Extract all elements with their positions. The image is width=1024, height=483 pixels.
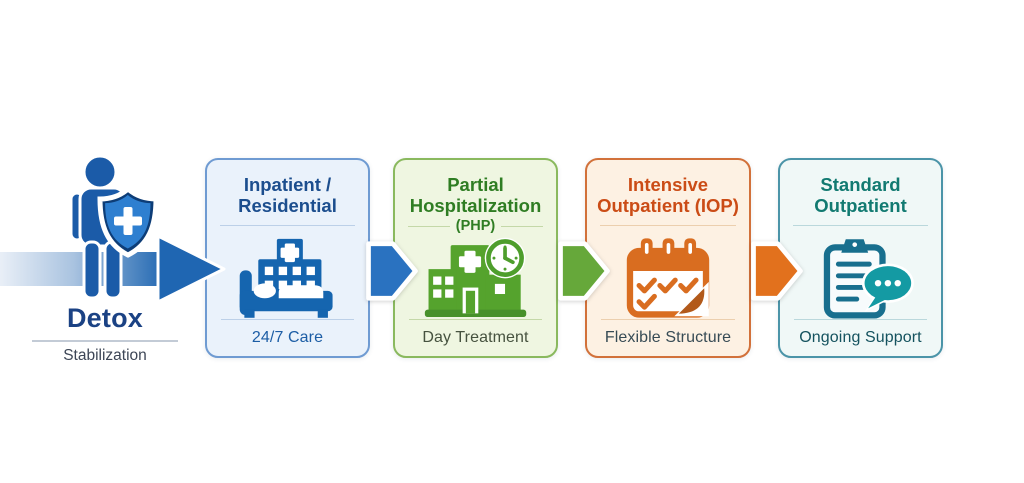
detox-title: Detox: [66, 303, 143, 333]
detox-flow-arrow: [0, 234, 226, 304]
clipboard-chat-icon: [823, 239, 914, 319]
chevron-arrow-inpatient-to-php: [366, 241, 418, 301]
person-shield-icon: [69, 155, 159, 300]
caption-divider: [601, 318, 735, 320]
stage-caption: Flexible Structure: [604, 328, 732, 346]
caption-divider: [221, 318, 354, 320]
detox-divider: [32, 340, 178, 342]
stage-title: Standard Outpatient: [780, 172, 941, 218]
stage-title-line1: Intensive: [627, 173, 709, 195]
stage-card-outpatient: Standard Outpatient: [778, 158, 943, 358]
stage-title: Inpatient / Residential: [207, 172, 368, 218]
stage-caption: Ongoing Support: [799, 328, 922, 346]
stage-title-line2: Outpatient: [814, 195, 907, 216]
title-divider: [793, 218, 928, 233]
stage-icon-zone: [587, 233, 749, 319]
chevron-arrow-iop-to-outpatient: [751, 241, 803, 301]
stage-caption: Day Treatment: [422, 328, 529, 346]
chevron-arrow-php-to-iop: [558, 241, 610, 301]
stage-title: Intensive Outpatient (IOP): [587, 172, 749, 218]
stage-title-line1: Standard: [820, 173, 901, 195]
arrow-shaft: [0, 252, 164, 286]
title-divider: [600, 218, 736, 233]
stage-title-line1: Partial: [447, 173, 504, 195]
stage-badge: (PHP): [449, 218, 502, 234]
stage-icon-zone: [207, 233, 368, 319]
hospital-bed-icon: [239, 238, 333, 318]
clinic-clock-icon: [424, 237, 526, 318]
stage-icon-zone: [395, 234, 556, 319]
title-divider: [220, 218, 355, 233]
stage-card-inpatient: Inpatient / Residential: [205, 158, 370, 358]
clock-icon: [484, 237, 525, 279]
binder-rings: [640, 238, 697, 261]
stage-title-line2: Hospitalization: [409, 195, 542, 216]
medical-shield-icon: [97, 185, 159, 258]
caption-divider: [794, 318, 927, 320]
stage-title-line1: Inpatient /: [243, 173, 332, 195]
arrow-head: [156, 234, 226, 304]
checkmarks: [636, 277, 699, 310]
stage-title-line2: Outpatient (IOP): [597, 195, 739, 216]
stage-title: Partial Hospitalization: [395, 172, 556, 218]
title-divider: (PHP): [408, 218, 543, 234]
calendar-checklist-icon: [626, 238, 710, 318]
page-curl: [678, 288, 705, 314]
detox-subtitle: Stabilization: [63, 347, 147, 364]
detox-label: Detox Stabilization: [20, 303, 190, 365]
caption-divider: [409, 319, 542, 320]
stage-title-line2: Residential: [238, 195, 337, 216]
stage-caption: 24/7 Care: [251, 328, 324, 346]
stage-icon-zone: [780, 233, 941, 319]
stage-card-iop: Intensive Outpatient (IOP): [585, 158, 751, 358]
stage-card-php: Partial Hospitalization (PHP): [393, 158, 558, 358]
chat-bubble-icon: [861, 263, 914, 312]
clipboard-lines: [835, 261, 872, 302]
